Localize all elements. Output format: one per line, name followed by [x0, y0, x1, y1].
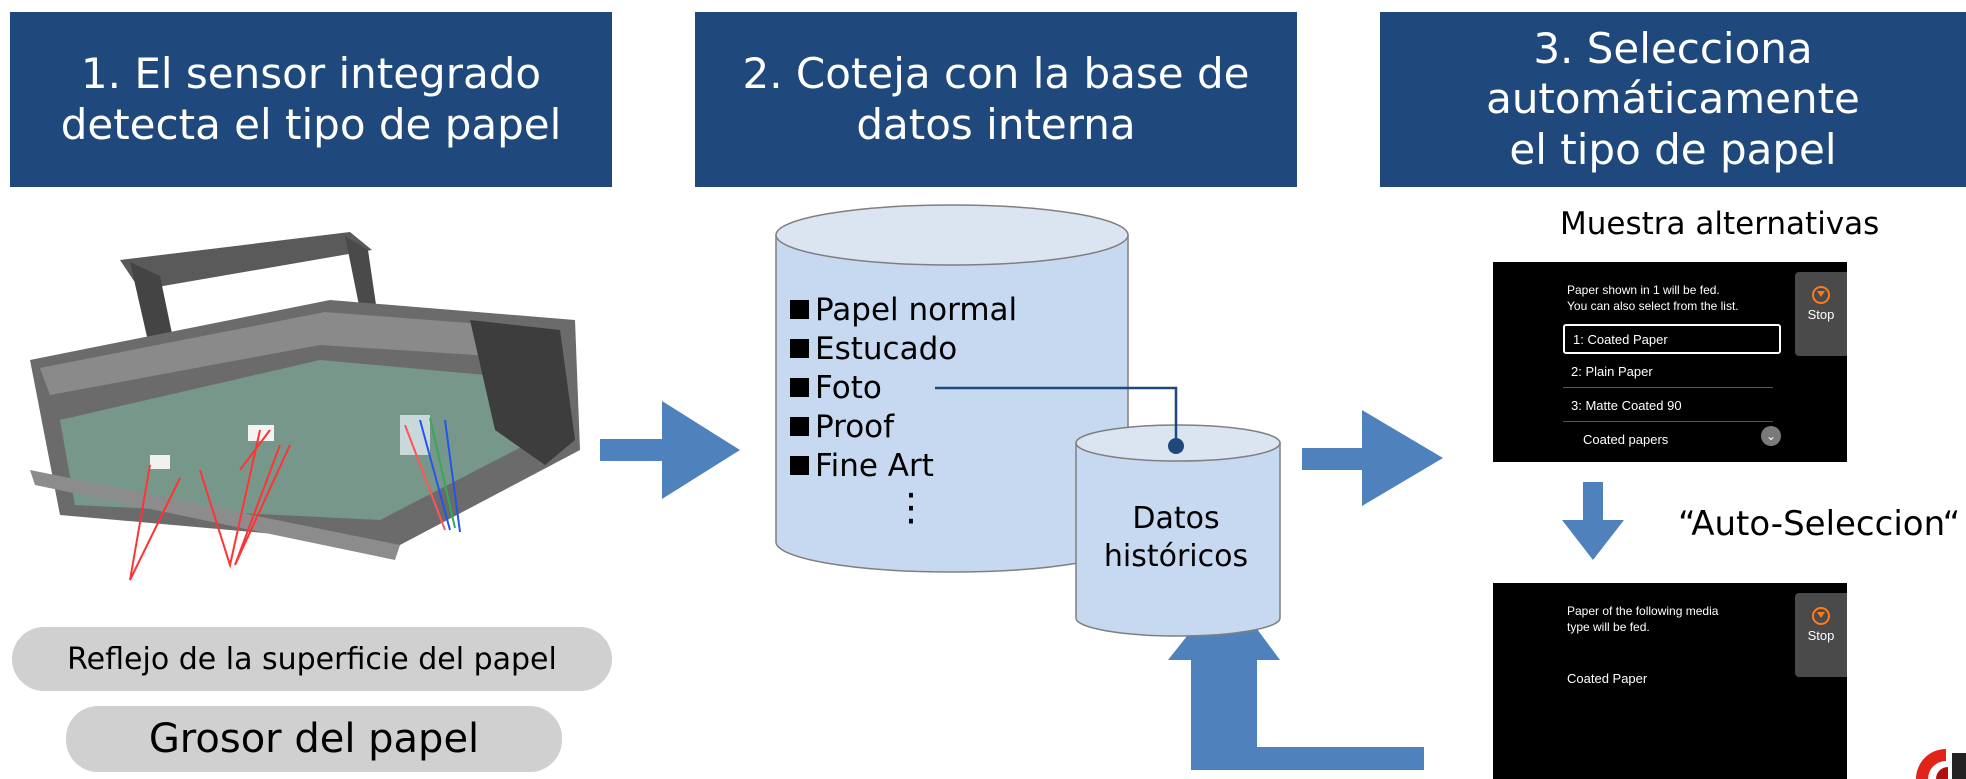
screen1-option-2[interactable]: 2: Plain Paper [1563, 358, 1773, 388]
stop-icon [1812, 607, 1830, 625]
auto-selection-label: “Auto-Seleccion“ [1678, 504, 1961, 544]
foto-history-connector [935, 386, 1178, 445]
chevron-down-icon[interactable]: ⌄ [1761, 426, 1781, 446]
bullet-square-icon [790, 456, 809, 475]
db-item-fine-art: Fine Art [790, 448, 934, 484]
arrow-step1-to-step2 [600, 401, 740, 499]
arrow-step2-to-step3 [1302, 410, 1443, 506]
printer-screen-auto-selected: Paper of the following media type will b… [1493, 583, 1847, 779]
db-item-papel-normal: Papel normal [790, 292, 1017, 328]
db-item-estucado: Estucado [790, 331, 957, 367]
connector-dot [1168, 438, 1184, 454]
db-item-foto: Foto [790, 370, 882, 406]
step1-header: 1. El sensor integrado detecta el tipo d… [10, 12, 612, 187]
alternatives-label: Muestra alternativas [1560, 206, 1880, 242]
step2-header: 2. Coteja con la base de datos interna [695, 12, 1297, 187]
step2-title: 2. Coteja con la base de datos interna [742, 49, 1250, 149]
thickness-label: Grosor del papel [148, 716, 480, 762]
sensor-chip-middle [248, 425, 274, 441]
screen1-option-1[interactable]: 1: Coated Paper [1563, 324, 1781, 354]
main-database-cylinder [775, 204, 1129, 573]
step1-title: 1. El sensor integrado detecta el tipo d… [60, 49, 562, 149]
screen2-message: Paper of the following media type will b… [1567, 604, 1719, 635]
screen2-selected-media: Coated Paper [1567, 671, 1648, 686]
bullet-square-icon [790, 300, 809, 319]
screen1-message: Paper shown in 1 will be fed. You can al… [1567, 283, 1739, 314]
bullet-square-icon [790, 417, 809, 436]
arrow-screen-down [1562, 482, 1624, 560]
screen1-option-3[interactable]: 3: Matte Coated 90 [1563, 392, 1773, 422]
reflection-label: Reflejo de la superficie del papel [67, 641, 557, 677]
screen2-stop-label: Stop [1807, 628, 1835, 643]
db-item-proof: Proof [790, 409, 894, 445]
reflection-pill: Reflejo de la superficie del papel [12, 627, 612, 691]
screen2-stop-button[interactable]: Stop [1795, 593, 1847, 677]
stop-icon [1812, 286, 1830, 304]
history-data-label: Datos históricos [1103, 501, 1249, 574]
printer-screen-alternatives: Paper shown in 1 will be fed. You can al… [1493, 262, 1847, 462]
screen1-stop-button[interactable]: Stop [1795, 272, 1847, 356]
db-list-ellipsis: ⋮ [892, 485, 930, 529]
step3-title: 3. Selecciona automáticamente el tipo de… [1486, 23, 1860, 174]
step3-header: 3. Selecciona automáticamente el tipo de… [1380, 12, 1966, 187]
sensor-device-illustration [30, 232, 580, 581]
sensor-chip-left [150, 455, 170, 469]
partial-logo-icon [1916, 749, 1966, 779]
thickness-pill: Grosor del papel [66, 706, 562, 772]
screen1-stop-label: Stop [1807, 307, 1835, 322]
bullet-square-icon [790, 378, 809, 397]
screen1-option-category[interactable]: Coated papers [1583, 432, 1669, 447]
bullet-square-icon [790, 339, 809, 358]
